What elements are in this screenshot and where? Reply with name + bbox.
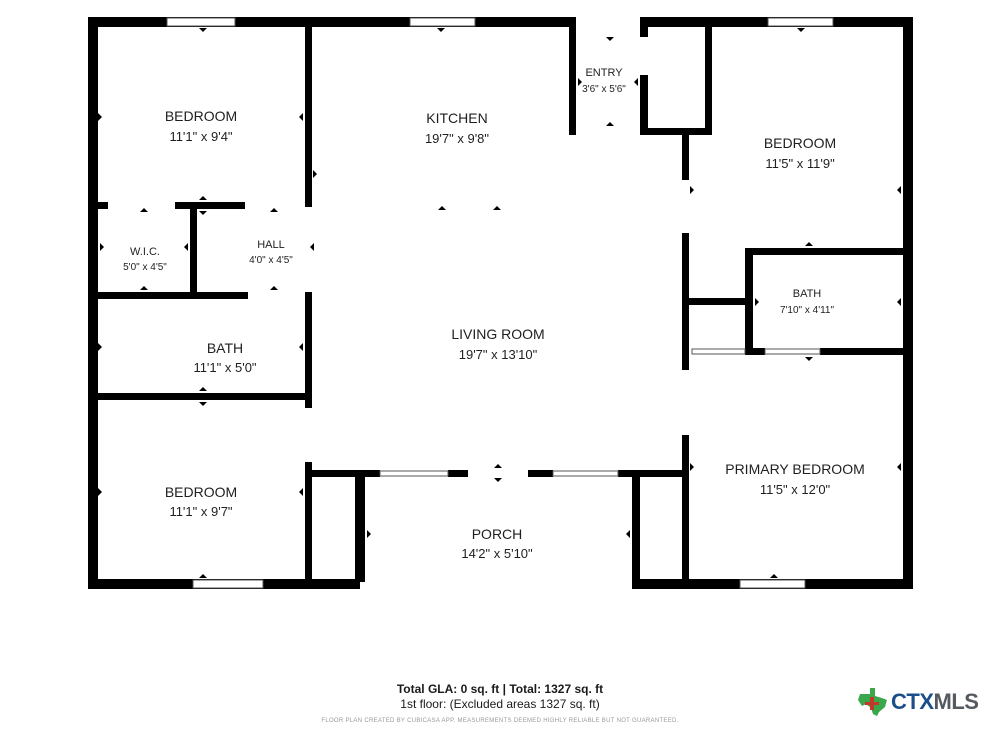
room-dims-wic: 5'0" x 4'5" (123, 262, 167, 273)
ctxmls-logo: CTXMLS (858, 688, 979, 716)
room-dims-entry: 3'6" x 5'6" (582, 84, 626, 95)
room-dims-bath-east: 7'10" x 4'11" (780, 305, 835, 316)
room-dims-hall: 4'0" x 4'5" (249, 255, 293, 266)
room-dims-bedroom-nw: 11'1" x 9'4" (169, 129, 232, 144)
room-labels: BEDROOM 11'1" x 9'4" KITCHEN 19'7" x 9'8… (123, 67, 865, 561)
room-name-bath-west: BATH (207, 340, 243, 356)
room-dims-primary-bedroom: 11'5" x 12'0" (760, 482, 831, 497)
room-name-bedroom-sw: BEDROOM (165, 484, 237, 500)
room-name-bedroom-nw: BEDROOM (165, 108, 237, 124)
room-name-hall: HALL (257, 239, 285, 251)
door-markers (98, 28, 901, 578)
texas-state-icon (858, 688, 887, 716)
logo-text: CTXMLS (891, 689, 979, 714)
room-name-primary-bedroom: PRIMARY BEDROOM (725, 461, 865, 477)
room-name-wic: W.I.C. (130, 246, 160, 258)
room-name-porch: PORCH (472, 526, 523, 542)
disclaimer: FLOOR PLAN CREATED BY CUBICASA APP. MEAS… (321, 718, 679, 724)
room-dims-bath-west: 11'1" x 5'0" (193, 360, 256, 375)
room-name-entry: ENTRY (585, 67, 623, 79)
room-name-kitchen: KITCHEN (426, 110, 487, 126)
floor-summary: 1st floor: (Excluded areas 1327 sq. ft) (400, 697, 600, 711)
walls (88, 17, 913, 589)
room-dims-living-room: 19'7" x 13'10" (459, 347, 538, 362)
room-name-living-room: LIVING ROOM (451, 326, 544, 342)
windows (166, 17, 834, 589)
area-totals: Total GLA: 0 sq. ft | Total: 1327 sq. ft (396, 682, 604, 696)
room-dims-bedroom-ne: 11'5" x 11'9" (765, 156, 835, 171)
room-dims-bedroom-sw: 11'1" x 9'7" (169, 504, 232, 519)
room-dims-kitchen: 19'7" x 9'8" (425, 131, 489, 146)
room-name-bath-east: BATH (793, 288, 822, 300)
room-dims-porch: 14'2" x 5'10" (461, 546, 533, 561)
room-name-bedroom-ne: BEDROOM (764, 135, 836, 151)
